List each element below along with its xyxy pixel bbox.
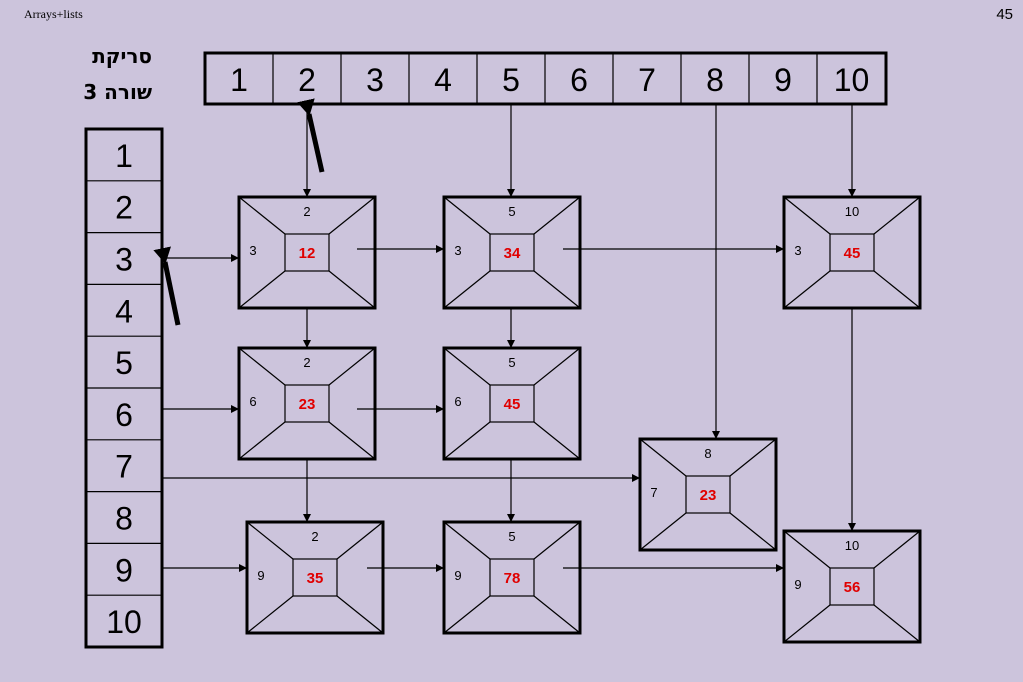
row-header-cell: 5 <box>115 345 133 381</box>
node-row-index: 3 <box>454 243 461 258</box>
node-value: 35 <box>307 570 324 587</box>
row-scan-pointer-arrow <box>153 246 181 326</box>
row-header-cell: 9 <box>115 552 133 588</box>
node-value: 34 <box>504 245 521 262</box>
node-row-index: 6 <box>454 394 461 409</box>
matrix-node: 10 9 56 <box>782 529 922 644</box>
node-value: 23 <box>700 487 717 504</box>
node-col-index: 5 <box>508 355 515 370</box>
matrix-node: 5 9 78 <box>442 520 582 635</box>
column-header-cell: 8 <box>706 62 724 98</box>
column-header-cell: 10 <box>834 62 870 98</box>
matrix-node: 2 6 23 <box>237 346 377 461</box>
row-header-cell: 1 <box>115 138 133 174</box>
column-header-cell: 4 <box>434 62 452 98</box>
row-header-cell: 8 <box>115 501 133 537</box>
column-header-cell: 3 <box>366 62 384 98</box>
node-col-index: 10 <box>845 538 859 553</box>
column-header-cell: 7 <box>638 62 656 98</box>
row-header-cell: 10 <box>106 604 142 640</box>
node-row-index: 3 <box>249 243 256 258</box>
row-header-array: 1 2 3 4 5 6 7 8 9 10 <box>84 127 164 649</box>
slide-title: Arrays+lists <box>24 7 83 21</box>
node-col-index: 5 <box>508 204 515 219</box>
row-header-cell: 2 <box>115 190 133 226</box>
column-header-array: 1 2 3 4 5 6 7 8 9 10 <box>203 51 888 106</box>
node-col-index: 2 <box>303 204 310 219</box>
matrix-node: 2 9 35 <box>245 520 385 635</box>
node-value: 56 <box>844 579 861 596</box>
node-row-index: 7 <box>650 485 657 500</box>
column-scan-pointer-arrow <box>297 98 325 173</box>
column-header-cell: 9 <box>774 62 792 98</box>
page-number: 45 <box>996 6 1013 23</box>
caption-line-2: שורה 3 <box>83 80 152 104</box>
node-col-index: 2 <box>311 529 318 544</box>
node-row-index: 9 <box>257 568 264 583</box>
node-row-index: 9 <box>454 568 461 583</box>
node-col-index: 10 <box>845 204 859 219</box>
node-value: 78 <box>504 570 521 587</box>
column-header-cell: 2 <box>298 62 316 98</box>
node-links <box>162 104 856 572</box>
matrix-node: 8 7 23 <box>638 437 778 552</box>
node-row-index: 6 <box>249 394 256 409</box>
matrix-node: 5 6 45 <box>442 346 582 461</box>
row-header-cell: 7 <box>115 449 133 485</box>
column-header-cell: 1 <box>230 62 248 98</box>
matrix-node: 10 3 45 <box>782 195 922 310</box>
scan-pointer-arrows <box>153 98 325 326</box>
node-value: 45 <box>504 396 521 413</box>
node-col-index: 2 <box>303 355 310 370</box>
caption-line-1: סריקת <box>92 44 152 68</box>
node-value: 23 <box>299 396 316 413</box>
node-value: 12 <box>299 245 316 262</box>
column-header-cell: 6 <box>570 62 588 98</box>
matrix-node: 5 3 34 <box>442 195 582 310</box>
matrix-node: 2 3 12 <box>237 195 377 310</box>
row-header-cell: 3 <box>115 242 133 278</box>
node-col-index: 8 <box>704 446 711 461</box>
node-value: 45 <box>844 245 861 262</box>
row-header-cell: 4 <box>115 293 133 329</box>
row-header-cell: 6 <box>115 397 133 433</box>
node-row-index: 9 <box>794 577 801 592</box>
column-header-cell: 5 <box>502 62 520 98</box>
node-col-index: 5 <box>508 529 515 544</box>
node-row-index: 3 <box>794 243 801 258</box>
